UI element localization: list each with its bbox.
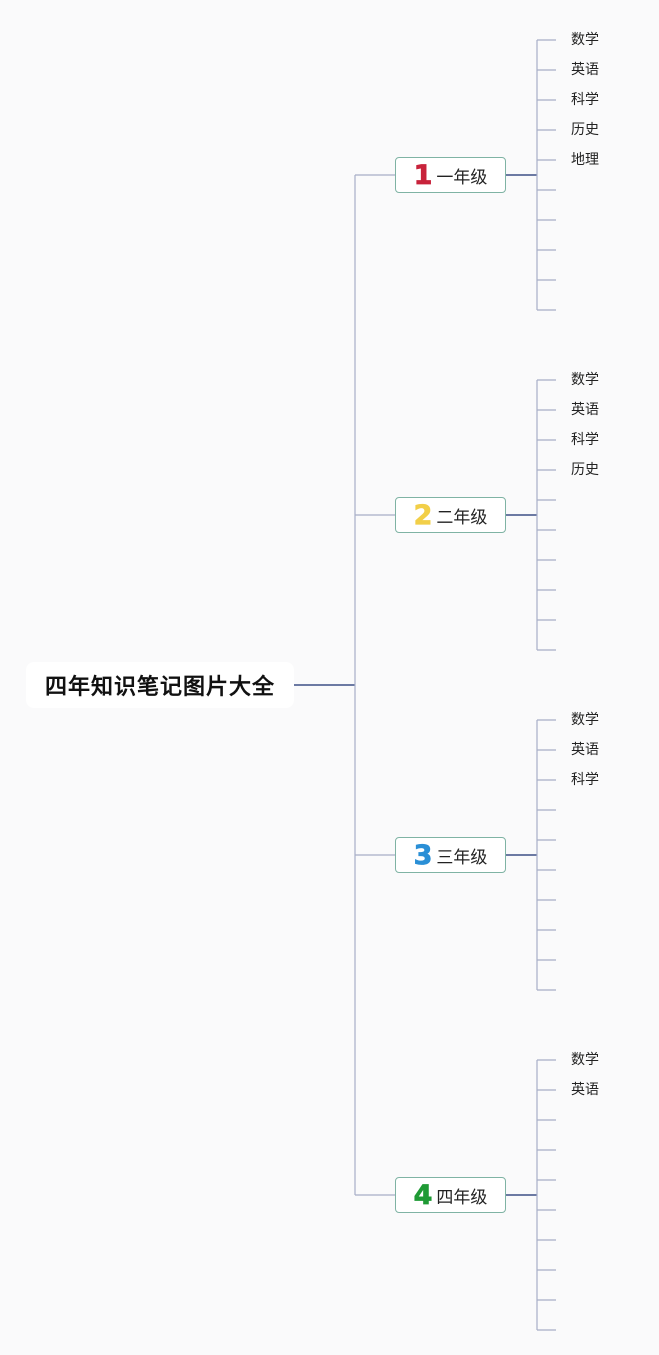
grade-label: 一年级: [436, 167, 488, 188]
grade-number-badge: 1: [413, 159, 433, 191]
subject-node[interactable]: 英语: [571, 742, 599, 758]
subject-node[interactable]: 英语: [571, 62, 599, 78]
subject-node[interactable]: 英语: [571, 402, 599, 418]
subject-node[interactable]: 数学: [571, 712, 599, 728]
grade-number-badge: 4: [413, 1179, 433, 1211]
subject-node[interactable]: 科学: [571, 432, 599, 448]
subject-node[interactable]: 历史: [571, 122, 599, 138]
root-title: 四年知识笔记图片大全: [44, 675, 275, 700]
subject-node[interactable]: 英语: [571, 1082, 599, 1098]
subject-node[interactable]: 数学: [571, 32, 599, 48]
grade-label: 四年级: [436, 1187, 488, 1208]
subject-node[interactable]: 地理: [571, 152, 599, 168]
subject-node[interactable]: 科学: [571, 772, 599, 788]
root-node[interactable]: 四年知识笔记图片大全: [26, 662, 294, 708]
subject-node[interactable]: 历史: [571, 462, 599, 478]
subject-node[interactable]: 数学: [571, 372, 599, 388]
grade-number-badge: 2: [413, 499, 433, 531]
grade-label: 三年级: [436, 847, 488, 868]
subject-node[interactable]: 数学: [571, 1052, 599, 1068]
subject-node[interactable]: 科学: [571, 92, 599, 108]
grade-label: 二年级: [436, 507, 488, 528]
grade-number-badge: 3: [413, 839, 433, 871]
